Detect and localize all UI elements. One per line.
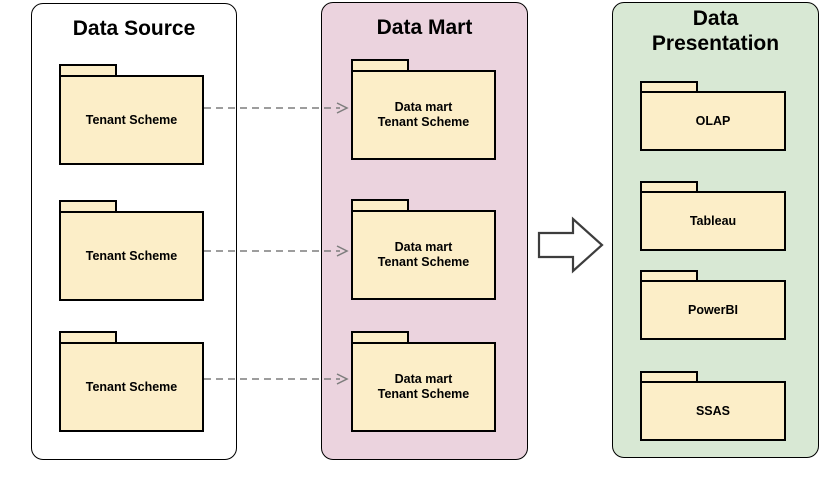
folder-label: OLAP <box>695 113 731 128</box>
folder-tenant-scheme-3: Tenant Scheme <box>59 331 204 432</box>
folder-tab-icon <box>59 64 117 75</box>
folder-label: Data mart Tenant Scheme <box>377 240 470 269</box>
folder-data-mart-tenant-scheme-1: Data mart Tenant Scheme <box>351 59 496 160</box>
folder-tenant-scheme-2: Tenant Scheme <box>59 200 204 301</box>
folder-tab-icon <box>351 59 409 70</box>
folder-label: SSAS <box>695 403 731 418</box>
folder-tab-icon <box>640 371 698 381</box>
folder-label: PowerBI <box>687 302 738 317</box>
folder-label: Data mart Tenant Scheme <box>377 100 470 129</box>
folder-tab-icon <box>59 331 117 342</box>
folder-data-mart-tenant-scheme-2: Data mart Tenant Scheme <box>351 199 496 300</box>
folder-data-mart-tenant-scheme-3: Data mart Tenant Scheme <box>351 331 496 432</box>
folder-olap: OLAP <box>640 81 786 151</box>
folder-powerbi: PowerBI <box>640 270 786 340</box>
folder-tab-icon <box>640 81 698 91</box>
folder-label: Tenant Scheme <box>85 379 178 394</box>
column-data-source: Data Source Tenant Scheme Tenant Scheme … <box>31 3 237 460</box>
folder-label: Tenant Scheme <box>85 248 178 263</box>
column-data-presentation: Data Presentation OLAP Tableau PowerBI S… <box>612 2 819 458</box>
folder-ssas: SSAS <box>640 371 786 441</box>
folder-tenant-scheme-1: Tenant Scheme <box>59 64 204 165</box>
block-arrow-right-icon <box>537 216 604 274</box>
folder-tab-icon <box>640 181 698 191</box>
folder-label: Data mart Tenant Scheme <box>377 372 470 401</box>
column-title-data-mart: Data Mart <box>376 16 473 39</box>
folder-tableau: Tableau <box>640 181 786 251</box>
folder-tab-icon <box>59 200 117 211</box>
folder-tab-icon <box>640 270 698 280</box>
column-data-mart: Data Mart Data mart Tenant Scheme Data m… <box>321 2 528 460</box>
column-title-data-presentation: Data Presentation <box>651 7 780 55</box>
column-title-data-source: Data Source <box>72 17 196 40</box>
folder-label: Tenant Scheme <box>85 112 178 127</box>
folder-tab-icon <box>351 199 409 210</box>
folder-label: Tableau <box>689 213 737 228</box>
folder-tab-icon <box>351 331 409 342</box>
